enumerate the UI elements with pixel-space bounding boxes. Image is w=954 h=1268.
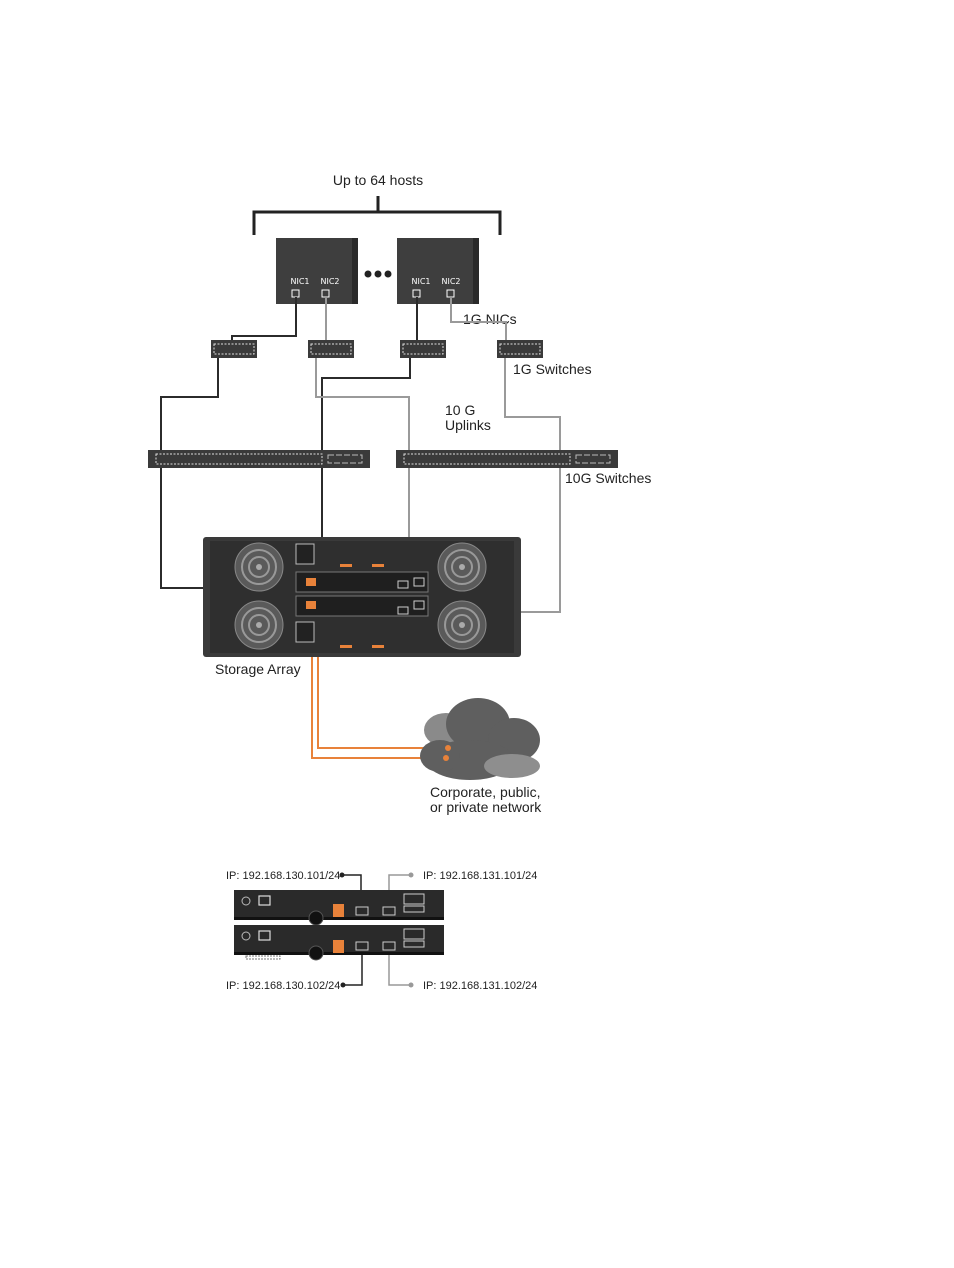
storage-array-caption: Storage Array [215,661,301,677]
switch-10g-2 [396,450,618,468]
hosts-bracket [254,196,500,235]
switch-1g-3 [400,340,446,358]
power-socket-top [296,544,314,564]
switch-1g-2 [308,340,354,358]
switch-10g-1 [148,450,370,468]
storage-array [203,537,521,657]
host-2-nic1-label: NIC1 [411,277,430,286]
host-1-nic1-label: NIC1 [290,277,309,286]
host-2-nic2-label: NIC2 [441,277,460,286]
nics-caption: 1G NICs [463,311,517,327]
ip-ctrl0-port0: IP: 192.168.130.101/24 [226,870,340,882]
switches-10g-caption: 10G Switches [565,470,651,486]
controller-1 [296,596,428,616]
network-caption-line1: Corporate, public, [430,784,541,800]
network-caption-line2: or private network [430,799,542,815]
switches-1g-caption: 1G Switches [513,361,592,377]
host-server-1: NIC1 NIC2 [276,238,358,304]
ip-ctrl1-port0: IP: 192.168.130.102/24 [226,980,340,992]
network-cloud-icon [420,698,540,780]
fan-bottom-right [438,601,486,649]
host-server-2: NIC1 NIC2 [397,238,479,304]
switch-1g-4 [497,340,543,358]
power-socket-bottom [296,622,314,642]
uplinks-caption-line1: 10 G [445,402,475,418]
switch-1g-1 [211,340,257,358]
hosts-caption: Up to 64 hosts [333,172,423,188]
fan-top-right [438,543,486,591]
fan-bottom-left [235,601,283,649]
controller-detail-bottom [234,925,444,960]
controller-detail-top [234,890,444,925]
host-1-nic2-label: NIC2 [320,277,339,286]
uplinks-caption-line2: Uplinks [445,417,491,433]
cable-host1-nic1 [232,297,296,346]
ip-ctrl0-port1: IP: 192.168.131.101/24 [423,870,537,882]
controller-0 [296,572,428,592]
ellipsis-dots [365,271,392,278]
ip-ctrl1-port1: IP: 192.168.131.102/24 [423,980,537,992]
fan-top-left [235,543,283,591]
